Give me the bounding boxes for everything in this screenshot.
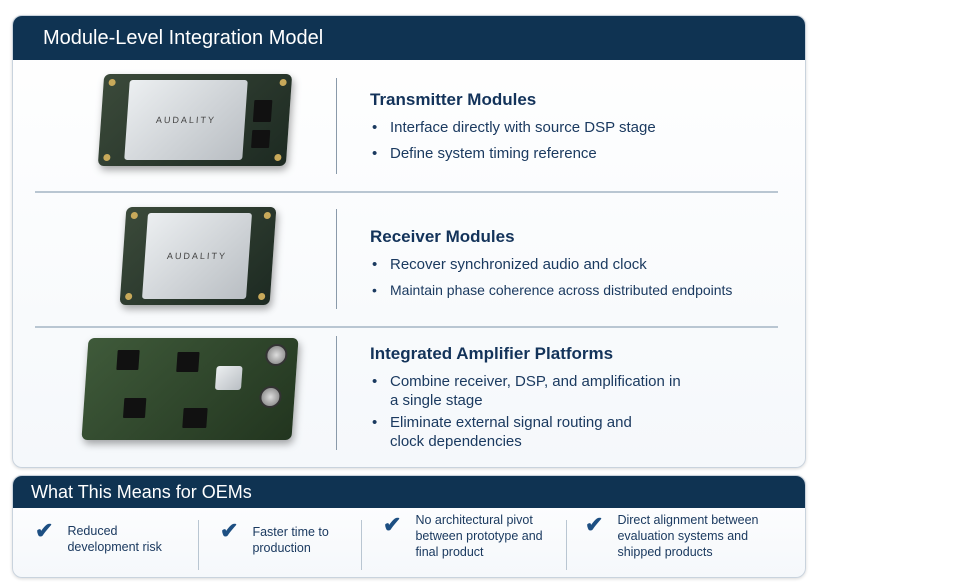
oem-benefits-panel: What This Means for OEMs ✔Reduced develo…	[12, 475, 806, 578]
checkmark-icon: ✔	[220, 518, 239, 543]
row-title: Receiver Modules	[370, 227, 515, 246]
benefit-item: ✔Direct alignment between evaluation sys…	[585, 512, 759, 559]
row-title: Transmitter Modules	[370, 90, 537, 109]
bullet: Recover synchronized audio and clock	[370, 255, 732, 274]
checkmark-icon: ✔	[585, 512, 604, 537]
receiver-module-image: AUDALITY	[119, 207, 277, 305]
panel-title: Module-Level Integration Model	[13, 16, 805, 60]
bullet: Combine receiver, DSP, and amplification…	[370, 372, 690, 410]
bullet: Eliminate external signal routing and cl…	[370, 413, 670, 451]
benefit-item: ✔No architectural pivot between prototyp…	[383, 512, 543, 559]
brand-logo: AUDALITY	[141, 213, 253, 299]
bullet: Define system timing reference	[370, 144, 656, 163]
checkmark-icon: ✔	[383, 512, 402, 537]
checkmark-icon: ✔	[35, 518, 54, 543]
amplifier-row: Integrated Amplifier Platforms Combine r…	[13, 328, 805, 467]
benefit-item: ✔Faster time to production	[220, 518, 329, 555]
row-title: Integrated Amplifier Platforms	[370, 344, 614, 363]
brand-logo: AUDALITY	[124, 80, 248, 160]
bullet: Maintain phase coherence across distribu…	[370, 281, 732, 300]
benefit-item: ✔Reduced development risk	[35, 518, 162, 554]
transmitter-module-image: AUDALITY	[97, 74, 293, 166]
integration-model-panel: Module-Level Integration Model AUDALITY …	[12, 15, 806, 468]
panel-title: What This Means for OEMs	[13, 476, 805, 508]
amplifier-platform-image	[81, 338, 299, 440]
transmitter-row: AUDALITY Transmitter Modules Interface d…	[13, 60, 805, 193]
receiver-row: AUDALITY Receiver Modules Recover synchr…	[13, 193, 805, 328]
bullet: Interface directly with source DSP stage	[370, 118, 656, 137]
